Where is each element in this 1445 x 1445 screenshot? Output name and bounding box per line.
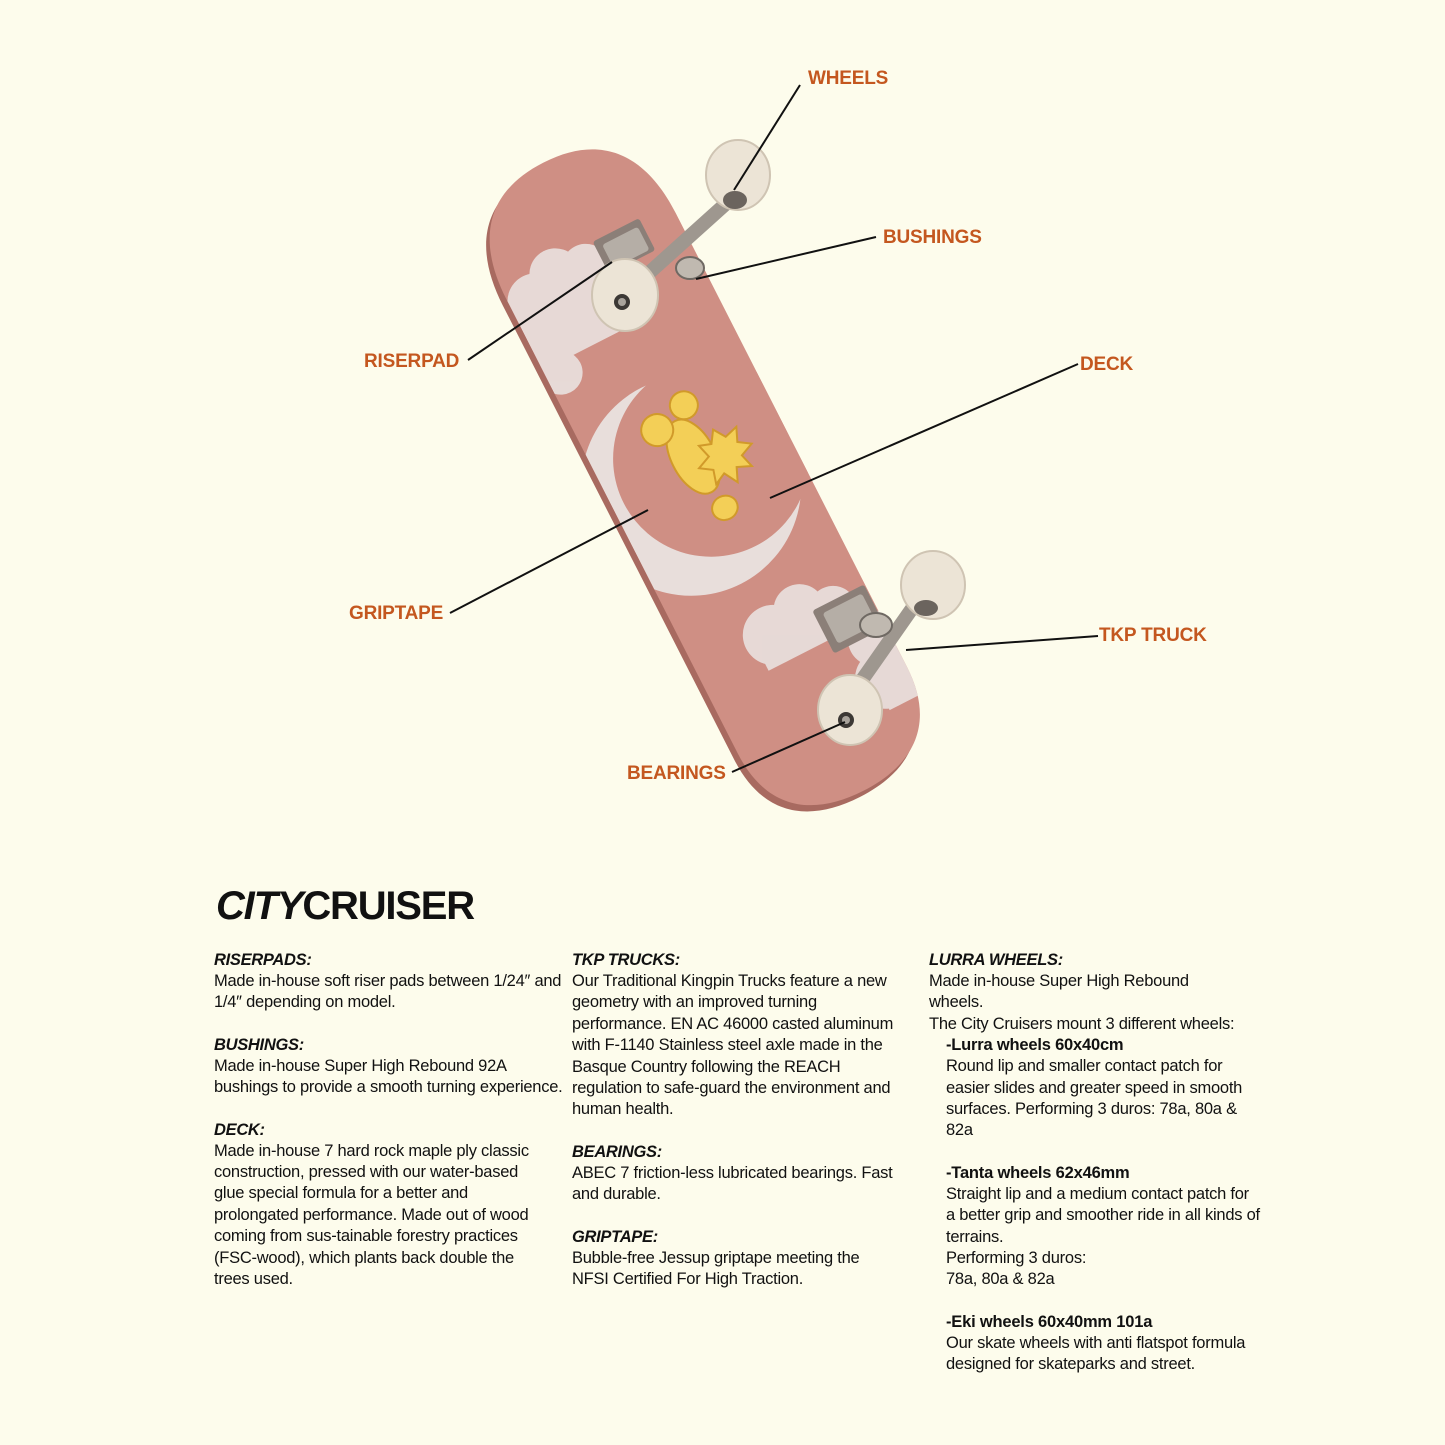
spec-lurra-wheels: LURRA WHEELS: Made in-house Super High R…: [929, 950, 1279, 1035]
spec-bearings: BEARINGS: ABEC 7 friction-less lubricate…: [572, 1142, 922, 1206]
leader-line-deck: [769, 363, 1079, 499]
skateboard-illustration: [449, 84, 1099, 812]
wheel-variant-lurra: -Lurra wheels 60x40cm Round lip and smal…: [946, 1035, 1279, 1142]
leader-line-riserpad: [467, 261, 613, 361]
deck: [486, 149, 926, 812]
spec-body: ABEC 7 friction-less lubricated bearings…: [572, 1163, 893, 1204]
leader-line-griptape: [449, 509, 649, 614]
spec-bushings: BUSHINGS: Made in-house Super High Rebou…: [214, 1035, 564, 1099]
spec-riserpads: RISERPADS: Made in-house soft riser pads…: [214, 950, 564, 1014]
top-wheel-near: [591, 258, 659, 332]
top-bushing: [675, 256, 705, 280]
callout-griptape: GRIPTAPE: [349, 603, 444, 624]
leader-line-tkp-truck: [905, 635, 1099, 651]
wheel-variant-title: -Tanta wheels 62x46mm: [946, 1163, 1130, 1182]
spec-body: Made in-house Super High Rebound 92A bus…: [214, 1056, 563, 1097]
spec-column-3: LURRA WHEELS: Made in-house Super High R…: [929, 950, 1279, 1397]
spec-heading: BEARINGS:: [572, 1142, 662, 1161]
product-title-regular: CRUISER: [302, 884, 475, 928]
wheel-variant-tanta: -Tanta wheels 62x46mm Straight lip and a…: [946, 1163, 1279, 1291]
spec-heading: GRIPTAPE:: [572, 1227, 658, 1246]
leader-line-bearings: [731, 721, 846, 773]
callout-wheels: WHEELS: [808, 68, 889, 89]
wheel-variant-body: Round lip and smaller contact patch for …: [946, 1057, 1243, 1140]
spec-body: Bubble-free Jessup griptape meeting the …: [572, 1248, 860, 1289]
spec-heading: RISERPADS:: [214, 951, 312, 969]
spec-column-2: TKP TRUCKS: Our Traditional Kingpin Truc…: [572, 950, 922, 1311]
callout-bushings: BUSHINGS: [883, 227, 982, 248]
callout-bearings: BEARINGS: [627, 763, 726, 784]
callout-deck: DECK: [1080, 354, 1134, 375]
spec-heading: BUSHINGS:: [214, 1035, 304, 1054]
leader-line-bushings: [695, 236, 877, 280]
spec-heading: LURRA WHEELS:: [929, 951, 1063, 969]
sun-character-graphic: [640, 390, 755, 522]
leader-lines: [449, 84, 1099, 773]
spec-body: Made in-house Super High Rebound wheels.…: [929, 972, 1235, 1033]
bottom-bushing: [859, 612, 893, 638]
callout-riserpad: RISERPAD: [364, 351, 460, 372]
spec-body: Made in-house soft riser pads between 1/…: [214, 972, 562, 1012]
spec-column-1: RISERPADS: Made in-house soft riser pads…: [214, 950, 564, 1311]
skateboard-diagram: WHEELS BUSHINGS RISERPAD DECK GRIPTAPE T…: [349, 68, 1207, 812]
spec-heading: TKP TRUCKS:: [572, 951, 680, 969]
spec-tkp-trucks: TKP TRUCKS: Our Traditional Kingpin Truc…: [572, 950, 922, 1121]
spec-deck: DECK: Made in-house 7 hard rock maple pl…: [214, 1120, 564, 1291]
leader-line-wheels: [733, 84, 801, 191]
spec-body: Our Traditional Kingpin Trucks feature a…: [572, 972, 894, 1119]
wheel-variant-body: Our skate wheels with anti flatspot form…: [946, 1333, 1246, 1374]
wheel-variant-eki: -Eki wheels 60x40mm 101a Our skate wheel…: [946, 1312, 1279, 1376]
top-wheel-far: [705, 139, 771, 211]
wheel-variant-title: -Lurra wheels 60x40cm: [946, 1036, 1124, 1055]
callout-tkp-truck: TKP TRUCK: [1099, 625, 1207, 646]
wheel-variant-body: Straight lip and a medium contact patch …: [946, 1184, 1260, 1289]
bottom-wheel-near: [817, 674, 883, 746]
wheel-variant-title: -Eki wheels 60x40mm 101a: [946, 1312, 1153, 1331]
spec-griptape: GRIPTAPE: Bubble-free Jessup griptape me…: [572, 1227, 922, 1291]
spec-body: Made in-house 7 hard rock maple ply clas…: [214, 1141, 529, 1289]
product-title-italic: CITY: [216, 884, 304, 928]
product-title: CITYCRUISER: [216, 884, 475, 928]
spec-heading: DECK:: [214, 1120, 265, 1139]
bottom-wheel-far: [900, 550, 966, 620]
